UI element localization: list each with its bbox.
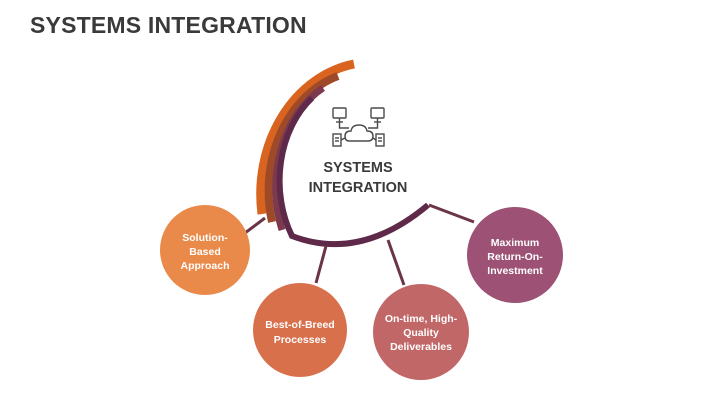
node-circle bbox=[373, 284, 469, 380]
node-maximum-return-on-investment: Maximum Return-On- Investment bbox=[467, 207, 563, 303]
node-circle bbox=[253, 283, 347, 377]
arc-inner bbox=[276, 95, 430, 248]
node-label: Deliverables bbox=[390, 341, 452, 353]
arc-second bbox=[264, 72, 340, 223]
node-circle bbox=[160, 205, 250, 295]
node-label: Processes bbox=[274, 334, 327, 346]
node-label: Maximum bbox=[491, 237, 539, 249]
node-label: Return-On- bbox=[487, 251, 543, 263]
node-label: Solution- bbox=[182, 232, 228, 244]
node-circle bbox=[467, 207, 563, 303]
arc-outer bbox=[256, 59, 355, 215]
page-title: SYSTEMS INTEGRATION bbox=[30, 12, 307, 38]
node-label: Approach bbox=[180, 260, 229, 272]
node-label: Investment bbox=[487, 265, 543, 277]
network-cloud-icon bbox=[332, 107, 385, 147]
hub-title-line-2: INTEGRATION bbox=[309, 180, 408, 196]
hub-title-line-1: SYSTEMS bbox=[323, 160, 393, 176]
connectors bbox=[244, 203, 475, 286]
connector-roi bbox=[428, 203, 475, 224]
node-on-time-high-quality-deliverables: On-time, High- Quality Deliverables bbox=[373, 284, 469, 380]
node-label: Quality bbox=[403, 327, 439, 339]
node-label: On-time, High- bbox=[385, 313, 458, 325]
node-label: Best-of-Breed bbox=[265, 319, 334, 331]
arc-group bbox=[256, 59, 430, 248]
node-solution-based-approach: Solution- Based Approach bbox=[160, 205, 250, 295]
node-label: Based bbox=[189, 246, 221, 258]
connector-solution bbox=[244, 216, 266, 235]
connector-best-of-breed bbox=[314, 245, 328, 284]
node-best-of-breed-processes: Best-of-Breed Processes bbox=[253, 283, 347, 377]
connector-on-time bbox=[386, 239, 406, 286]
